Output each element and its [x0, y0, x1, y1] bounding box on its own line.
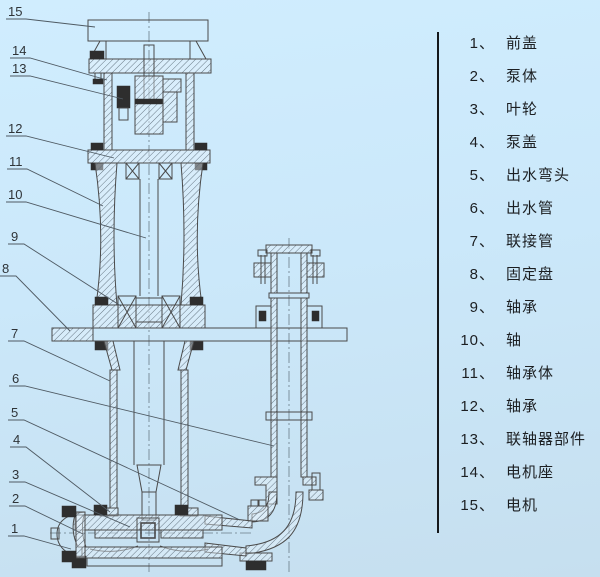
- legend-item: 6、 出水管: [457, 201, 587, 216]
- legend-item-label: 前盖: [506, 35, 539, 52]
- legend-item: 11、 轴承体: [457, 366, 587, 381]
- legend-item: 12、 轴承: [457, 399, 587, 414]
- callout-15: 15: [8, 4, 22, 19]
- fixing-plate-outline: [51, 327, 348, 342]
- legend-item-label: 叶轮: [506, 101, 539, 118]
- leader-lines: [0, 18, 275, 550]
- legend-item-number: 13、: [460, 431, 495, 448]
- legend-item-label: 电机: [506, 497, 539, 514]
- callout-7: 7: [11, 326, 18, 341]
- legend-item-number: 5、: [469, 167, 495, 184]
- callout-6: 6: [12, 371, 19, 386]
- legend-item-number: 9、: [469, 299, 495, 316]
- legend-item-number: 3、: [469, 101, 495, 118]
- callout-3: 3: [12, 467, 19, 482]
- legend-item: 8、 固定盘: [457, 267, 587, 282]
- legend-item-number: 11、: [461, 365, 495, 382]
- legend-item: 4、 泵盖: [457, 135, 587, 150]
- pump-cross-section-drawing: 15 14 13 12 11 10 9 8 7 6 5 4 3 2 1: [0, 4, 348, 574]
- legend-item-label: 轴承体: [506, 365, 555, 382]
- bearing-body-outline: [94, 162, 204, 306]
- legend-item-label: 电机座: [506, 464, 555, 481]
- legend-item-label: 轴: [506, 332, 523, 349]
- legend-item: 5、 出水弯头: [457, 168, 587, 183]
- legend-item-label: 固定盘: [506, 266, 555, 283]
- legend-item-number: 1、: [469, 35, 495, 52]
- callout-12: 12: [8, 121, 22, 136]
- legend-item: 3、 叶轮: [457, 102, 587, 117]
- callout-1: 1: [11, 521, 18, 536]
- legend-item-number: 14、: [460, 464, 495, 481]
- legend-item: 2、 泵体: [457, 69, 587, 84]
- legend-item-number: 4、: [469, 134, 495, 151]
- legend-item-label: 出水弯头: [506, 167, 571, 184]
- legend-item-label: 联接管: [506, 233, 555, 250]
- legend-item-label: 泵体: [506, 68, 539, 85]
- callout-10: 10: [8, 187, 22, 202]
- callout-4: 4: [13, 432, 20, 447]
- callout-9: 9: [11, 229, 18, 244]
- front-cover-outline: [50, 505, 86, 563]
- legend-item-label: 轴承: [506, 398, 539, 415]
- top-bearing-outline: [125, 162, 173, 180]
- legend-item-number: 7、: [469, 233, 495, 250]
- motor-outline: [87, 19, 209, 60]
- legend-item-number: 10、: [460, 332, 495, 349]
- callout-numbers: 15 14 13 12 11 10 9 8 7 6 5 4 3 2 1: [2, 4, 26, 536]
- legend-item: 10、 轴: [457, 333, 587, 348]
- legend-item: 1、 前盖: [457, 36, 587, 51]
- callout-14: 14: [12, 43, 26, 58]
- legend-item: 14、 电机座: [457, 465, 587, 480]
- legend-item-number: 6、: [469, 200, 495, 217]
- legend-item-number: 2、: [469, 68, 495, 85]
- outlet-pipe-outline: [253, 244, 325, 505]
- callout-13: 13: [12, 61, 26, 76]
- legend-item-number: 15、: [460, 497, 495, 514]
- callout-2: 2: [12, 491, 19, 506]
- parts-legend: 1、 前盖 2、 泵体 3、 叶轮 4、 泵盖 5、 出水弯头: [437, 32, 587, 533]
- legend-item-label: 泵盖: [506, 134, 539, 151]
- legend-item-number: 12、: [460, 398, 495, 415]
- legend-item-label: 联轴器部件: [506, 431, 587, 448]
- legend-item: 15、 电机: [457, 498, 587, 513]
- legend-item-number: 8、: [469, 266, 495, 283]
- callout-8: 8: [2, 261, 9, 276]
- legend-item: 9、 轴承: [457, 300, 587, 315]
- callout-5: 5: [11, 405, 18, 420]
- legend-item: 13、 联轴器部件: [457, 432, 587, 447]
- coupling-outline: [116, 44, 182, 135]
- legend-item: 7、 联接管: [457, 234, 587, 249]
- legend-item-label: 轴承: [506, 299, 539, 316]
- callout-11: 11: [9, 154, 23, 169]
- legend-item-label: 出水管: [506, 200, 555, 217]
